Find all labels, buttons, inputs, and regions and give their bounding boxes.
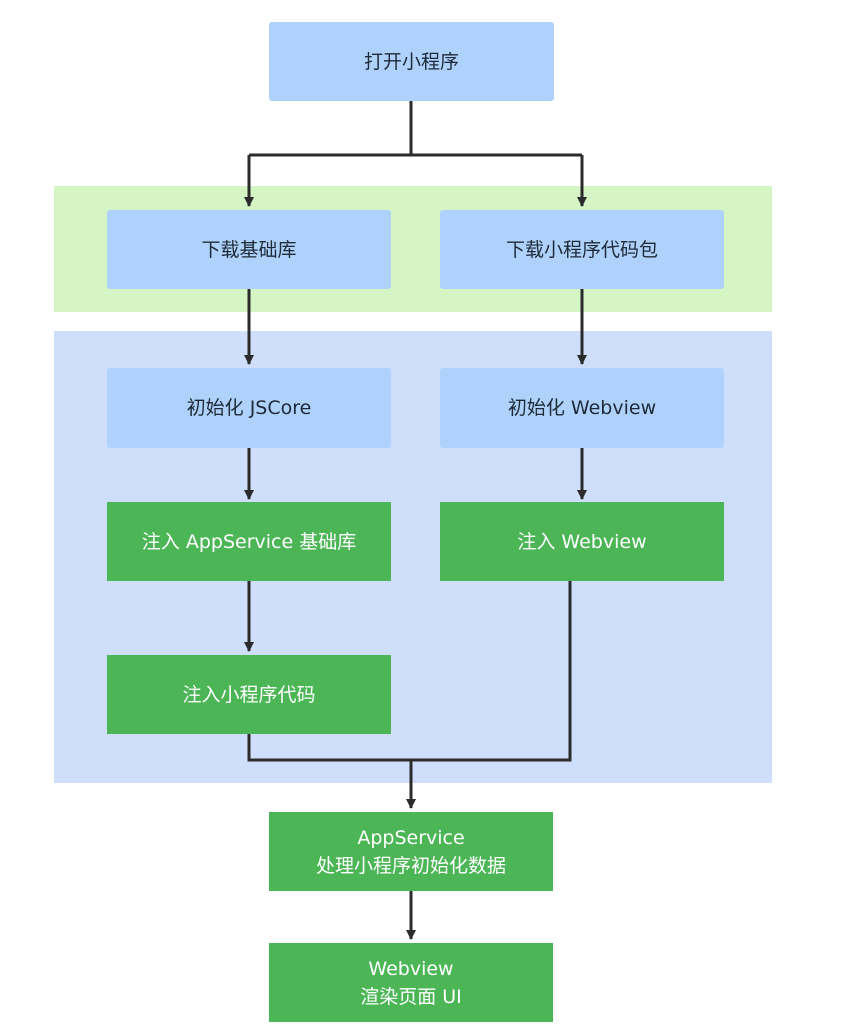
node-webview-desc: 渲染页面 UI bbox=[360, 985, 462, 1008]
node-init-jscore-label: 初始化 JSCore bbox=[186, 397, 312, 419]
node-download-base-lib-label: 下载基础库 bbox=[201, 238, 297, 261]
node-webview-title: Webview bbox=[368, 957, 454, 980]
node-inject-miniprogram-code: 注入小程序代码 bbox=[107, 655, 391, 734]
edge-split-to-download-lib bbox=[249, 153, 582, 206]
node-download-code-package: 下载小程序代码包 bbox=[440, 210, 724, 289]
node-init-webview-label: 初始化 Webview bbox=[507, 397, 657, 419]
node-appservice-title: AppService bbox=[357, 826, 465, 849]
node-inject-appservice-lib: 注入 AppService 基础库 bbox=[107, 502, 391, 581]
node-download-code-package-label: 下载小程序代码包 bbox=[505, 238, 658, 261]
node-init-webview: 初始化 Webview bbox=[440, 368, 724, 448]
node-inject-appservice-lib-label: 注入 AppService 基础库 bbox=[141, 530, 357, 553]
node-inject-webview-label: 注入 Webview bbox=[517, 530, 647, 553]
node-init-jscore: 初始化 JSCore bbox=[107, 368, 391, 448]
node-appservice-desc: 处理小程序初始化数据 bbox=[315, 854, 506, 877]
node-open-miniprogram-label: 打开小程序 bbox=[363, 50, 459, 73]
node-open-miniprogram: 打开小程序 bbox=[269, 22, 554, 101]
node-appservice-process-data: AppService 处理小程序初始化数据 bbox=[269, 812, 553, 891]
node-download-base-lib: 下载基础库 bbox=[107, 210, 391, 289]
node-webview-render-ui: Webview 渲染页面 UI bbox=[269, 943, 553, 1022]
node-inject-webview: 注入 Webview bbox=[440, 502, 724, 581]
node-inject-miniprogram-code-label: 注入小程序代码 bbox=[182, 683, 316, 706]
